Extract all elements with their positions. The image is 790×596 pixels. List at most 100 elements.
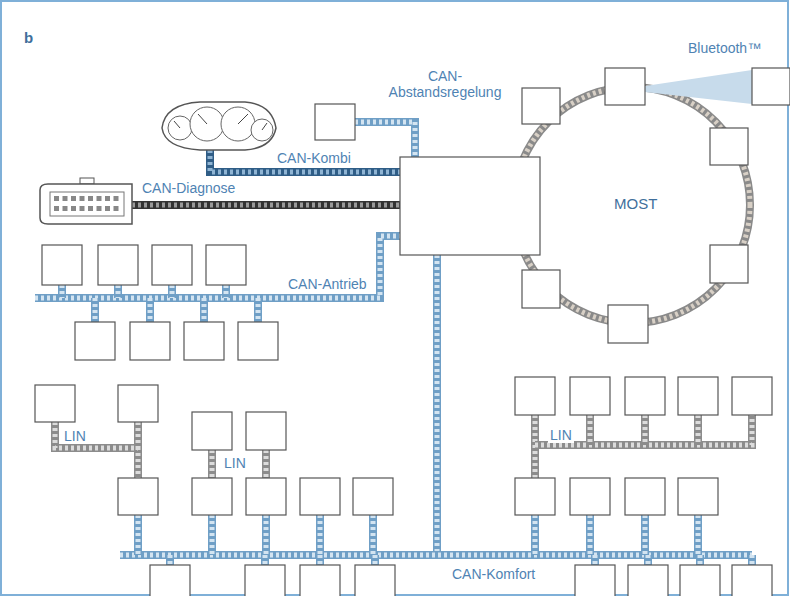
bus-line (254, 298, 262, 322)
bus-line (134, 515, 142, 555)
pin (54, 206, 59, 211)
control-unit-box (710, 128, 748, 165)
bus-hatch (535, 415, 752, 445)
bus-line (208, 515, 216, 555)
control-unit-box (732, 377, 772, 415)
bus-label: MOST (612, 196, 659, 212)
bus-hatch (435, 255, 440, 555)
control-unit-box (680, 565, 720, 596)
control-unit-box (515, 377, 555, 415)
bus-label: LIN (222, 455, 248, 471)
bus-line (114, 285, 122, 298)
bus-line (531, 515, 539, 555)
control-unit-box (575, 565, 615, 596)
control-unit-box (35, 385, 75, 422)
control-unit-box (678, 478, 718, 515)
bus-label: CAN-Komfort (450, 566, 537, 582)
bus-hatch (646, 555, 651, 565)
bus-label: CAN-Kombi (275, 150, 353, 166)
bus-hatch (210, 515, 215, 555)
pin (63, 196, 68, 201)
bus-hatch (533, 515, 538, 555)
bus-line (433, 255, 441, 555)
bus-hatch (318, 555, 323, 565)
control-unit-box (315, 104, 355, 140)
bus-hatch (170, 285, 175, 298)
control-unit-box (42, 245, 82, 285)
pin (88, 206, 93, 211)
control-unit-box (570, 478, 610, 515)
bluetooth-beam (645, 70, 752, 104)
bus-line (316, 515, 324, 555)
control-unit-box (522, 88, 560, 124)
bus-label: LIN (62, 428, 88, 444)
bus-hatch (643, 515, 648, 555)
pin (71, 196, 76, 201)
bus-line (355, 122, 415, 157)
bus-line (694, 515, 702, 555)
pin (97, 196, 102, 201)
control-unit-box (300, 478, 340, 515)
bus-line (316, 555, 324, 565)
bus-line (369, 515, 377, 555)
bus-line (262, 450, 270, 478)
bus-line (748, 555, 756, 565)
most-ring-hatch (514, 87, 750, 323)
control-unit-box (628, 565, 668, 596)
bus-line (644, 555, 652, 565)
bus-hatch (318, 515, 323, 555)
control-unit-box (246, 478, 286, 515)
control-unit-box (184, 322, 224, 360)
bus-hatch (264, 515, 269, 555)
bus-hatch (136, 515, 141, 555)
bus-hatch (60, 285, 65, 298)
pin (54, 196, 59, 201)
bus-hatch (55, 422, 138, 478)
bus-hatch (132, 203, 400, 208)
control-unit-box (355, 565, 395, 596)
bus-hatch (264, 450, 269, 478)
bus-hatch (696, 415, 701, 445)
bus-hatch (371, 515, 376, 555)
bus-hatch (698, 555, 703, 565)
bus-line (210, 150, 400, 172)
bus-line (371, 555, 379, 565)
bus-hatch (355, 122, 415, 157)
bus-hatch (35, 236, 400, 298)
bus-line (208, 450, 216, 478)
bus-line (58, 285, 66, 298)
bus-hatch (588, 515, 593, 555)
bus-line (586, 515, 594, 555)
bus-hatch (696, 515, 701, 555)
bus-line (222, 285, 230, 298)
bus-hatch (202, 298, 207, 322)
bus-hatch (210, 450, 215, 478)
bus-hatch (93, 298, 98, 322)
bus-hatch (136, 422, 141, 448)
bus-line (535, 415, 752, 445)
control-unit-box (625, 377, 665, 415)
bus-line (168, 285, 176, 298)
bus-line (146, 298, 154, 322)
bus-line (586, 415, 594, 445)
bus-line (166, 555, 174, 565)
bus-hatch (373, 555, 378, 565)
pin (114, 196, 119, 201)
control-unit-box (752, 68, 790, 105)
control-unit-box (118, 385, 158, 422)
bus-line (591, 555, 599, 565)
bus-hatch (224, 285, 229, 298)
control-unit-box (625, 478, 665, 515)
control-unit-box (75, 322, 115, 360)
control-unit-box (238, 322, 278, 360)
control-unit-box (732, 565, 772, 596)
control-unit-box (570, 377, 610, 415)
bus-hatch (643, 415, 648, 445)
bus-line (641, 415, 649, 445)
bus-hatch (210, 150, 400, 172)
control-unit-box (522, 270, 560, 308)
bus-label: CAN-Antrieb (286, 276, 369, 292)
pin (80, 206, 85, 211)
